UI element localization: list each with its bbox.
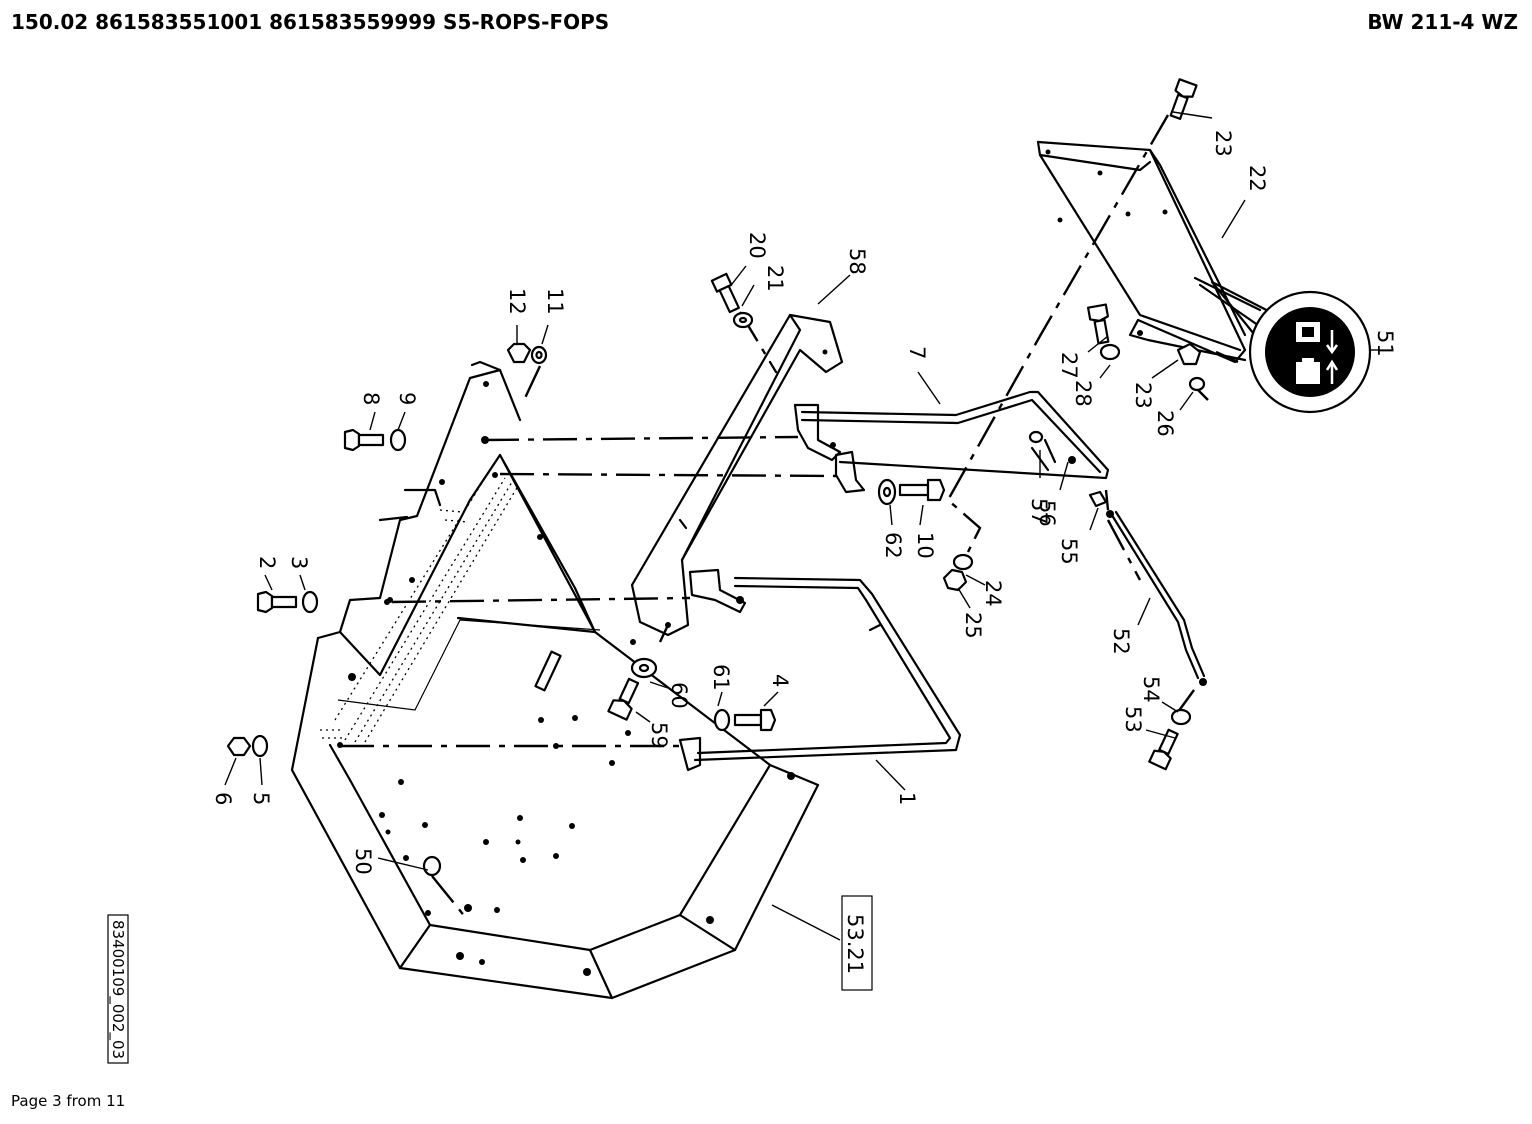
callout-7: 7	[905, 346, 929, 359]
callout-10: 10	[913, 532, 937, 559]
callout-6: 6	[211, 792, 235, 805]
callout-50: 50	[351, 848, 375, 875]
crossbar	[630, 313, 844, 637]
callout-12: 12	[505, 288, 529, 315]
machine-model: BW 211-4 WZ	[1367, 10, 1518, 34]
drawing-id-stamp: 83400109_002_03	[107, 914, 129, 1064]
callout-58: 58	[845, 248, 869, 275]
callout-52: 52	[1109, 628, 1133, 655]
callout-23b: 23	[1131, 382, 1155, 409]
callout-9: 9	[395, 392, 419, 405]
callout-20: 20	[745, 232, 769, 259]
callout-labels: 23 22 51 20 21 58 7 12 11 8 9 2 3 6 5 62…	[211, 130, 1397, 875]
callout-62: 62	[881, 532, 905, 559]
reference-box: 53.21	[841, 895, 873, 991]
callout-24: 24	[981, 580, 1005, 607]
callout-3: 3	[287, 556, 311, 569]
callout-55: 55	[1057, 538, 1081, 565]
callout-22: 22	[1245, 165, 1269, 192]
hand-rails	[678, 390, 1207, 772]
callout-25: 25	[961, 612, 985, 639]
assembly-lines	[340, 114, 1239, 919]
callout-11: 11	[543, 288, 567, 315]
page-title: 150.02 861583551001 861583559999 S5-ROPS…	[11, 10, 610, 34]
callout-26: 26	[1153, 410, 1177, 437]
callout-8: 8	[359, 392, 383, 405]
callout-5: 5	[249, 792, 273, 805]
reference-box-label: 53.21	[843, 914, 867, 974]
callout-54: 54	[1139, 676, 1163, 703]
callout-labels-extra: 56 59 61	[647, 500, 1059, 749]
callout-28: 28	[1071, 380, 1095, 407]
callout-1: 1	[895, 792, 919, 805]
callout-21: 21	[763, 265, 787, 292]
callout-60: 60	[667, 682, 691, 709]
callout-59-main: 59	[647, 722, 671, 749]
leader-lines	[224, 111, 1380, 941]
label-detail-51	[1210, 280, 1372, 414]
callout-23: 23	[1211, 130, 1235, 157]
top-plate	[1036, 140, 1267, 364]
callout-4: 4	[768, 674, 792, 687]
fasteners	[226, 78, 1206, 877]
callout-2: 2	[255, 556, 279, 569]
callout-53: 53	[1121, 706, 1145, 733]
callout-51: 51	[1373, 330, 1397, 357]
callout-56-main: 56	[1035, 500, 1059, 527]
drawing-id-text: 83400109_002_03	[108, 920, 127, 1059]
callout-27: 27	[1057, 352, 1081, 379]
page-number: Page 3 from 11	[11, 1092, 126, 1110]
callout-57: 57	[1027, 498, 1051, 525]
callout-61-main: 61	[709, 664, 733, 691]
